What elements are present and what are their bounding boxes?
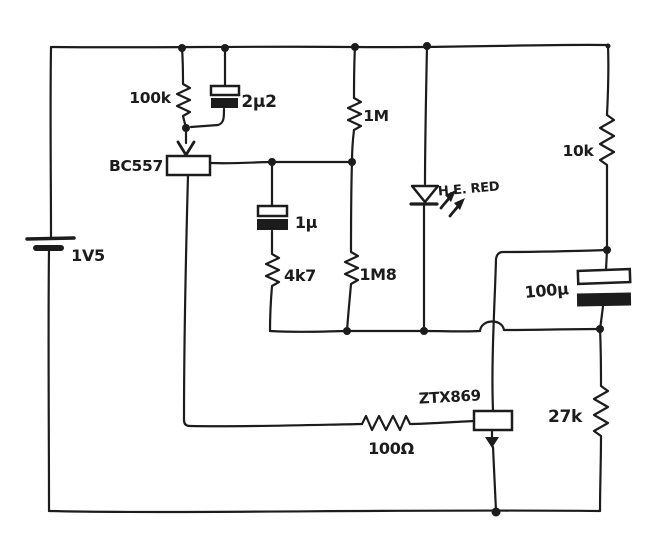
capacitor-1u-bottom-plate (257, 219, 288, 230)
resistor-1m8-body (343, 160, 360, 333)
bc557-base-wire (208, 160, 354, 165)
bottom-rail-wire (47, 509, 602, 514)
capacitor-2u2-bottom-wire (189, 107, 226, 129)
resistor-27k-label: 27k (548, 407, 583, 427)
led-anode-wire (423, 44, 429, 186)
bc557-label: BC557 (109, 157, 163, 175)
resistor-10k-label: 10k (563, 142, 595, 160)
led-arrow-1-head (445, 190, 456, 202)
capacitor-100u-bottom-plate (576, 292, 632, 307)
resistor-1m-label: 1M (363, 107, 389, 125)
battery-long-plate (25, 236, 76, 241)
resistor-4k7-label: 4k7 (284, 266, 316, 285)
resistor-10k: 10k (563, 43, 616, 252)
capacitor-100u-label: 100µ (524, 279, 570, 302)
junction-dot (423, 42, 431, 50)
capacitor-2u2: 2µ2 (189, 46, 277, 129)
resistor-100k-body (175, 46, 192, 130)
power-rails (47, 43, 610, 514)
ztx869-label: ZTX869 (418, 386, 481, 407)
bc557-body (165, 154, 212, 177)
resistor-100ohm: 100Ω (360, 414, 476, 458)
resistor-1m-body (346, 45, 363, 164)
middle-bus-wire (268, 320, 601, 333)
resistor-10k-body (598, 43, 616, 252)
battery-label: 1V5 (71, 246, 105, 265)
capacitor-1u-label: 1µ (295, 213, 318, 232)
capacitor-100u: 100µ (524, 248, 632, 331)
junction-dot (268, 158, 276, 166)
capacitor-1u-top-plate (256, 204, 289, 218)
resistor-100ohm-body (360, 414, 476, 432)
resistor-100k: 100k (129, 46, 192, 130)
capacitor-100u-top-plate (576, 267, 632, 286)
capacitor-2u2-label: 2µ2 (241, 92, 276, 112)
capacitor-2u2-top-plate (209, 84, 241, 97)
resistor-4k7: 4k7 (264, 229, 316, 333)
ztx869-emitter-arrow (485, 437, 499, 448)
led-arrow-2-head (454, 198, 465, 210)
capacitor-2u2-bottom-plate (211, 98, 238, 108)
transistor-bc557: BC557 (109, 126, 364, 428)
junction-dot (178, 44, 186, 52)
junction-dot (491, 507, 501, 517)
led-emission-arrows-icon (439, 190, 465, 218)
junction-dot (348, 158, 356, 166)
junction-dot (420, 327, 428, 335)
resistor-1m8-label: 1M8 (359, 265, 396, 284)
junction-dot (182, 124, 190, 132)
ztx869-collector-wire (491, 248, 609, 413)
ztx869-emitter-wire (491, 445, 498, 513)
ztx869-body (472, 409, 514, 432)
led-he-red: H.E. RED (409, 44, 500, 333)
bc557-collector-wire (182, 173, 364, 428)
resistor-100ohm-label: 100Ω (368, 439, 414, 458)
resistor-4k7-body (264, 229, 281, 333)
capacitor-1u: 1µ (256, 160, 318, 232)
junction-dot (603, 246, 611, 254)
junction-dot (343, 327, 351, 335)
junction-dot (221, 44, 229, 52)
junction-dot (596, 325, 604, 333)
junction-dot (605, 43, 611, 49)
led-triangle (410, 184, 440, 204)
resistor-27k-body (592, 327, 610, 513)
transistor-ztx869: ZTX869 (418, 248, 609, 513)
resistor-100k-label: 100k (129, 89, 171, 107)
junction-dot (351, 43, 359, 51)
resistor-1m8: 1M8 (343, 160, 397, 333)
led-label: H.E. RED (437, 179, 500, 199)
resistor-1m: 1M (346, 45, 389, 164)
battery: 1V5 (25, 236, 105, 265)
top-rail-wire (50, 43, 610, 49)
resistor-27k: 27k (548, 327, 610, 513)
junction-dots (178, 42, 611, 517)
